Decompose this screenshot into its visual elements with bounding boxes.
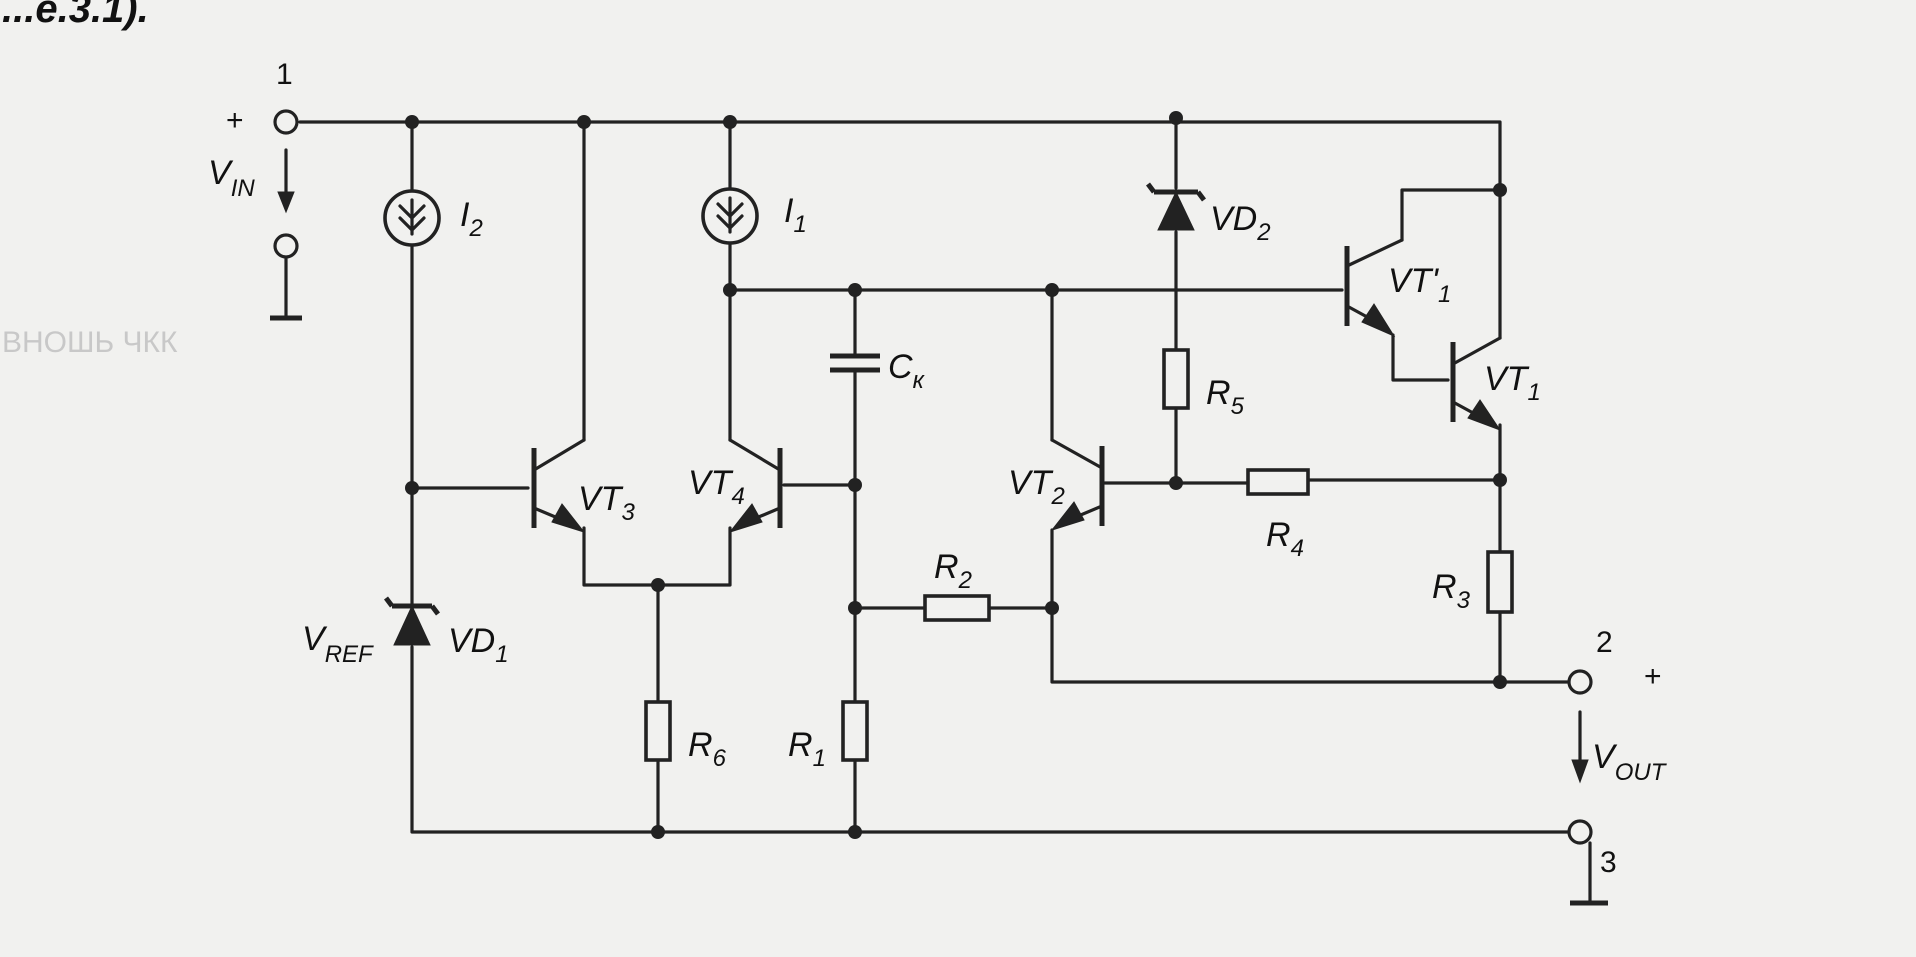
zener-vd2: [1146, 182, 1206, 231]
resistor-r3: [1486, 550, 1514, 614]
vt1-label: VT1: [1484, 360, 1541, 406]
vt2-label: VT2: [1008, 464, 1065, 510]
transistor-vt2: [1050, 438, 1105, 531]
terminal-2: [1567, 669, 1593, 695]
r4-label: R4: [1266, 516, 1304, 562]
vin-label: VIN: [208, 154, 255, 202]
vt1-prime-label: VT'1: [1388, 262, 1451, 308]
i1-label: I1: [784, 192, 807, 238]
terminal-vin-return: [273, 233, 299, 259]
r5-label: R5: [1206, 374, 1245, 420]
vref-label: VREF: [302, 620, 374, 668]
resistor-r6: [644, 700, 672, 762]
plus-in-label: +: [226, 104, 244, 137]
terminal-1-label: 1: [276, 58, 293, 91]
r6-label: R6: [688, 726, 727, 772]
r2-label: R2: [934, 548, 972, 594]
ghost-text: ВНОШЬ ЧКК: [2, 326, 178, 359]
vout-arrow: [1571, 710, 1589, 784]
terminal-2-label: 2: [1596, 626, 1613, 659]
terminal-1: [273, 109, 299, 135]
resistor-r4: [1246, 468, 1310, 496]
terminal-3-label: 3: [1600, 846, 1617, 879]
zener-vd1: [384, 596, 440, 646]
header-fragment: ...e.3.1).: [2, 0, 149, 31]
vd1-label: VD1: [448, 622, 509, 668]
capacitor-ck: [830, 353, 880, 373]
current-source-i1: [701, 187, 759, 245]
r1-label: R1: [788, 726, 826, 772]
transistor-vt1-prime: [1344, 238, 1404, 338]
i2-label: I2: [460, 196, 483, 242]
vt4-label: VT4: [688, 464, 745, 510]
terminal-3: [1567, 819, 1593, 845]
vin-arrow: [277, 148, 295, 214]
ck-label: Cк: [888, 348, 926, 394]
transistor-vt3: [531, 438, 586, 533]
vout-label: VOUT: [1592, 738, 1668, 786]
resistor-r5: [1162, 348, 1190, 410]
resistor-r1: [841, 700, 869, 762]
junction-nodes: [405, 111, 1507, 839]
plus-out-label: +: [1644, 660, 1662, 693]
transistor-vt4: [728, 438, 783, 533]
resistor-r2: [923, 594, 991, 622]
current-source-i2: [383, 189, 441, 247]
vt3-label: VT3: [578, 480, 635, 526]
vd2-label: VD2: [1210, 200, 1271, 246]
transistor-vt1: [1450, 336, 1502, 432]
r3-label: R3: [1432, 568, 1471, 614]
